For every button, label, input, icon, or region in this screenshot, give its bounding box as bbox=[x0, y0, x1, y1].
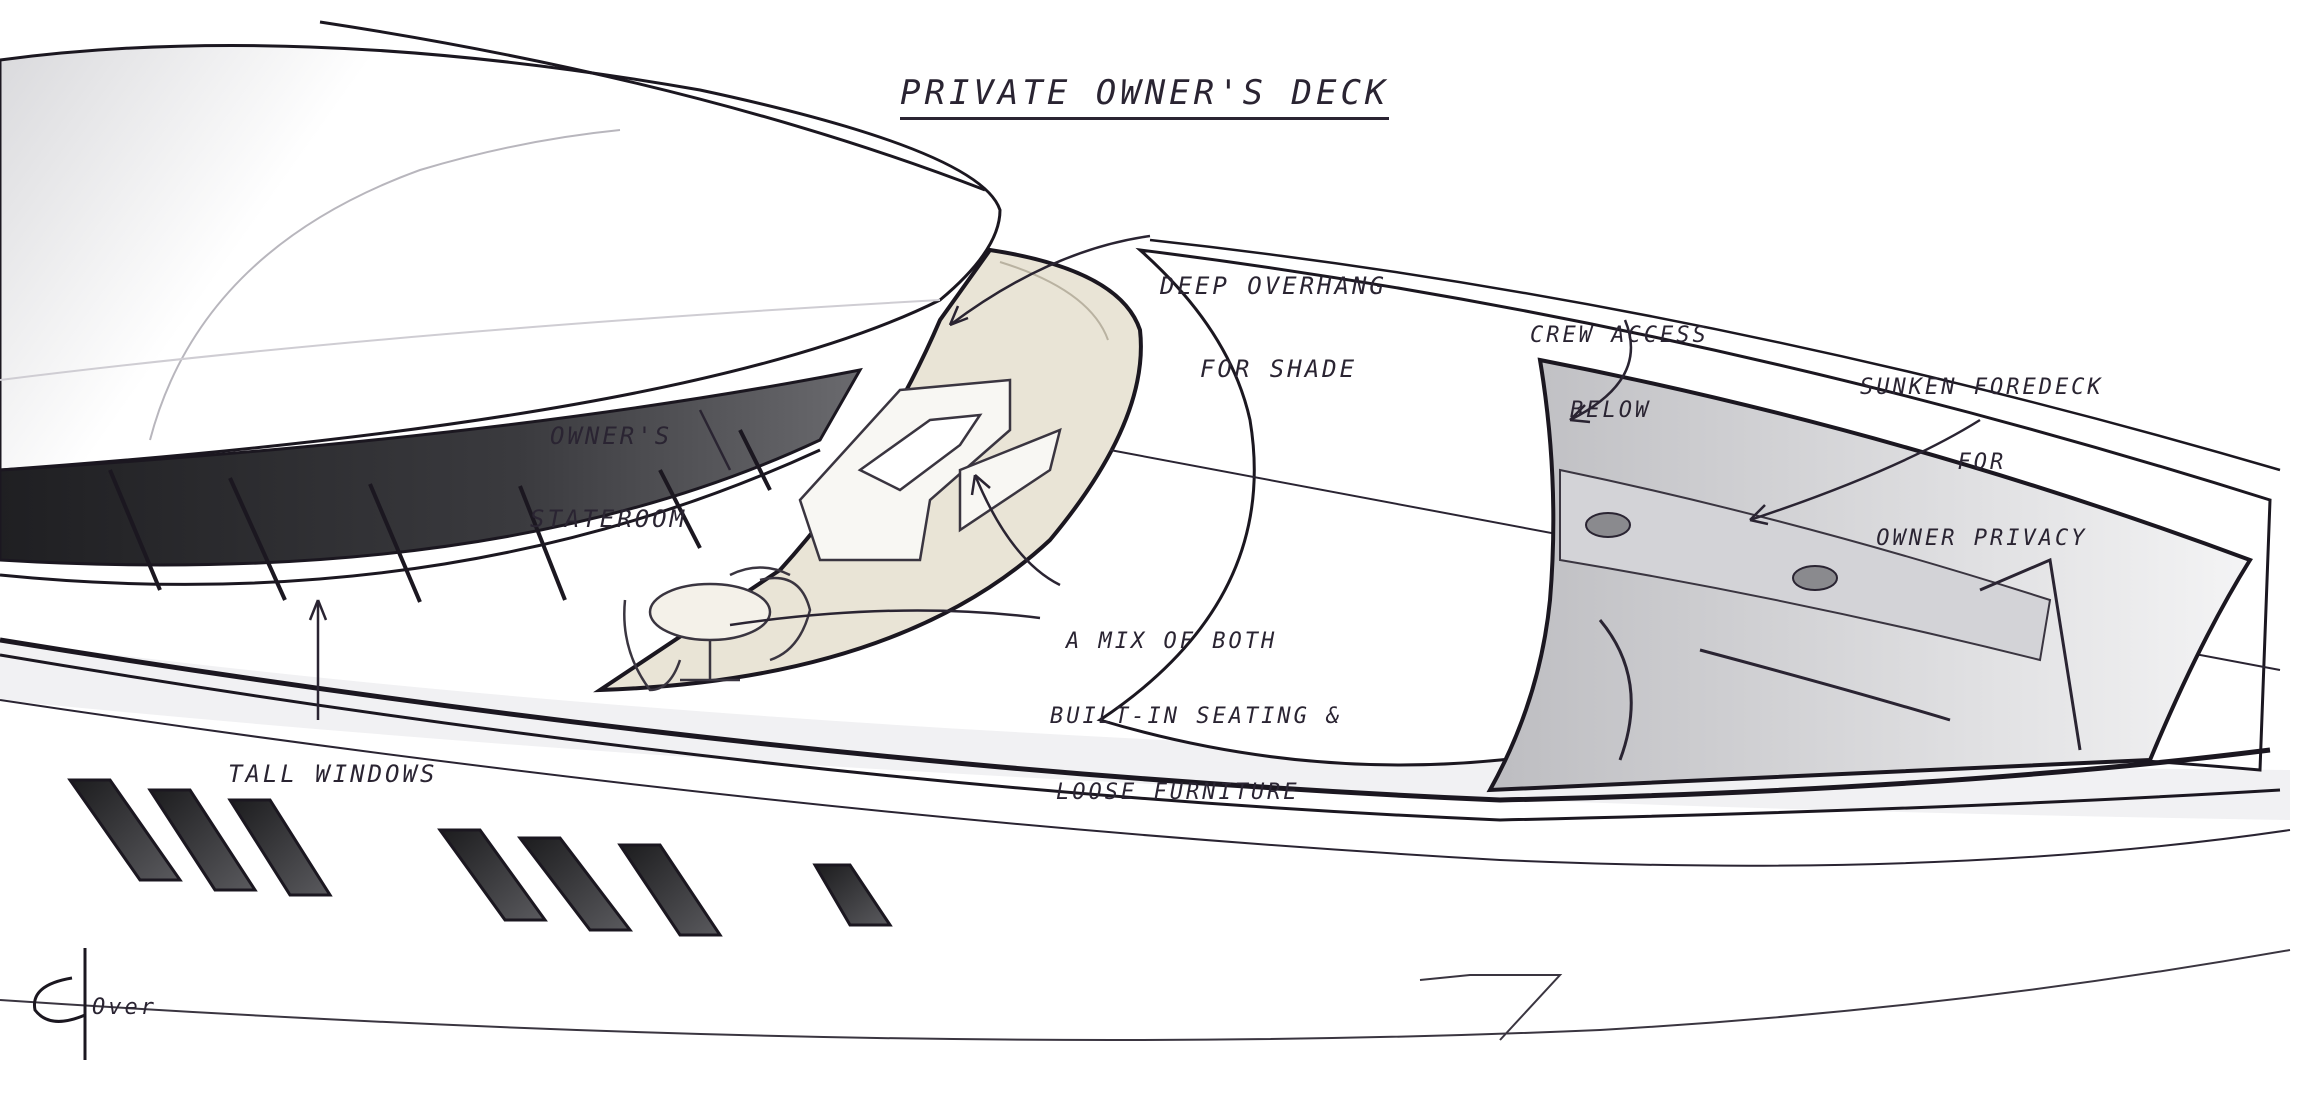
annotation-crew-access: CREW ACCESS BELOW bbox=[1530, 322, 1709, 424]
designer-signature: Over bbox=[92, 995, 157, 1020]
leader-overhang bbox=[949, 234, 1151, 327]
leader-mix-sofa bbox=[973, 474, 1061, 587]
bow-line bbox=[0, 637, 2271, 803]
annotation-mix-furniture: A MIX OF BOTH BUILT-IN SEATING & LOOSE F… bbox=[1050, 628, 1343, 806]
annotation-deep-overhang: DEEP OVERHANG FOR SHADE bbox=[1160, 272, 1387, 383]
annotation-owners-stateroom: OWNER'S STATEROOM bbox=[530, 422, 688, 533]
leader-foredeck bbox=[1749, 418, 1981, 522]
page-title: PRIVATE OWNER'S DECK bbox=[900, 73, 1390, 121]
tall-windows bbox=[0, 367, 863, 567]
annotation-sunken-foredeck: SUNKEN FOREDECK FOR OWNER PRIVACY bbox=[1860, 374, 2104, 552]
roof-overhang bbox=[0, 43, 1002, 472]
builtin-sofa bbox=[798, 378, 1062, 562]
annotation-tall-windows: TALL WINDOWS bbox=[228, 760, 438, 789]
leader-mix-table bbox=[729, 609, 1041, 627]
leader-stateroom bbox=[698, 409, 732, 471]
portholes bbox=[67, 778, 893, 937]
loose-furniture bbox=[623, 566, 812, 692]
signature-mark bbox=[32, 948, 87, 1060]
leader-crew bbox=[1569, 319, 1633, 422]
